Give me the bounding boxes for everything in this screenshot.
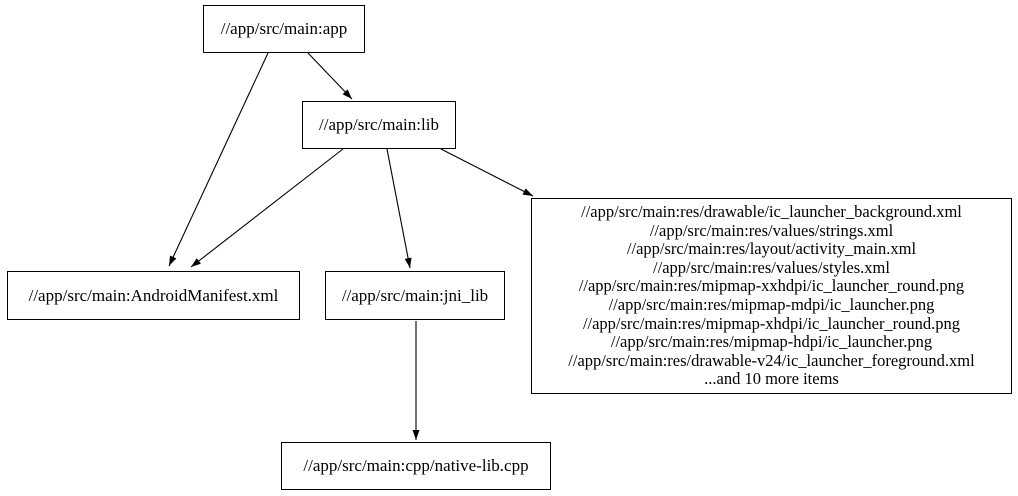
edge-lib-to-androidmanifest bbox=[190, 148, 344, 268]
edge-app-to-androidmanifest bbox=[168, 52, 269, 267]
node-app: //app/src/main:app bbox=[203, 5, 365, 53]
node-lib: //app/src/main:lib bbox=[302, 101, 456, 149]
edge-lib-to-res bbox=[440, 148, 534, 197]
node-res-group: //app/src/main:res/drawable/ic_launcher_… bbox=[531, 198, 1012, 394]
node-androidmanifest: //app/src/main:AndroidManifest.xml bbox=[7, 271, 300, 320]
node-app-label: //app/src/main:app bbox=[220, 19, 348, 38]
node-res-line: //app/src/main:res/drawable-v24/ic_launc… bbox=[568, 350, 975, 370]
edge-app-to-lib bbox=[307, 52, 353, 100]
node-androidmanifest-label: //app/src/main:AndroidManifest.xml bbox=[28, 285, 279, 305]
node-cpp-native-lib-label: //app/src/main:cpp/native-lib.cpp bbox=[303, 456, 529, 475]
node-res-line: //app/src/main:res/mipmap-mdpi/ic_launch… bbox=[608, 295, 935, 314]
node-cpp-native-lib: //app/src/main:cpp/native-lib.cpp bbox=[281, 442, 551, 490]
node-res-line: //app/src/main:res/values/styles.xml bbox=[653, 257, 890, 277]
edge-lib-to-jnilib bbox=[386, 148, 412, 269]
node-res-line: //app/src/main:res/drawable/ic_launcher_… bbox=[581, 202, 962, 222]
node-res-line: //app/src/main:res/mipmap-xhdpi/ic_launc… bbox=[582, 313, 961, 333]
node-res-line: //app/src/main:res/layout/activity_main.… bbox=[626, 239, 917, 259]
node-res-line: //app/src/main:res/values/strings.xml bbox=[649, 220, 894, 240]
node-jni-lib-label: //app/src/main:jni_lib bbox=[341, 285, 489, 305]
node-jni-lib: //app/src/main:jni_lib bbox=[325, 271, 505, 320]
node-res-line: //app/src/main:res/mipmap-xxhdpi/ic_laun… bbox=[578, 276, 965, 296]
node-lib-label: //app/src/main:lib bbox=[319, 115, 439, 134]
node-res-line: //app/src/main:res/mipmap-hdpi/ic_launch… bbox=[610, 332, 933, 352]
node-res-more-items: ...and 10 more items bbox=[704, 369, 839, 389]
